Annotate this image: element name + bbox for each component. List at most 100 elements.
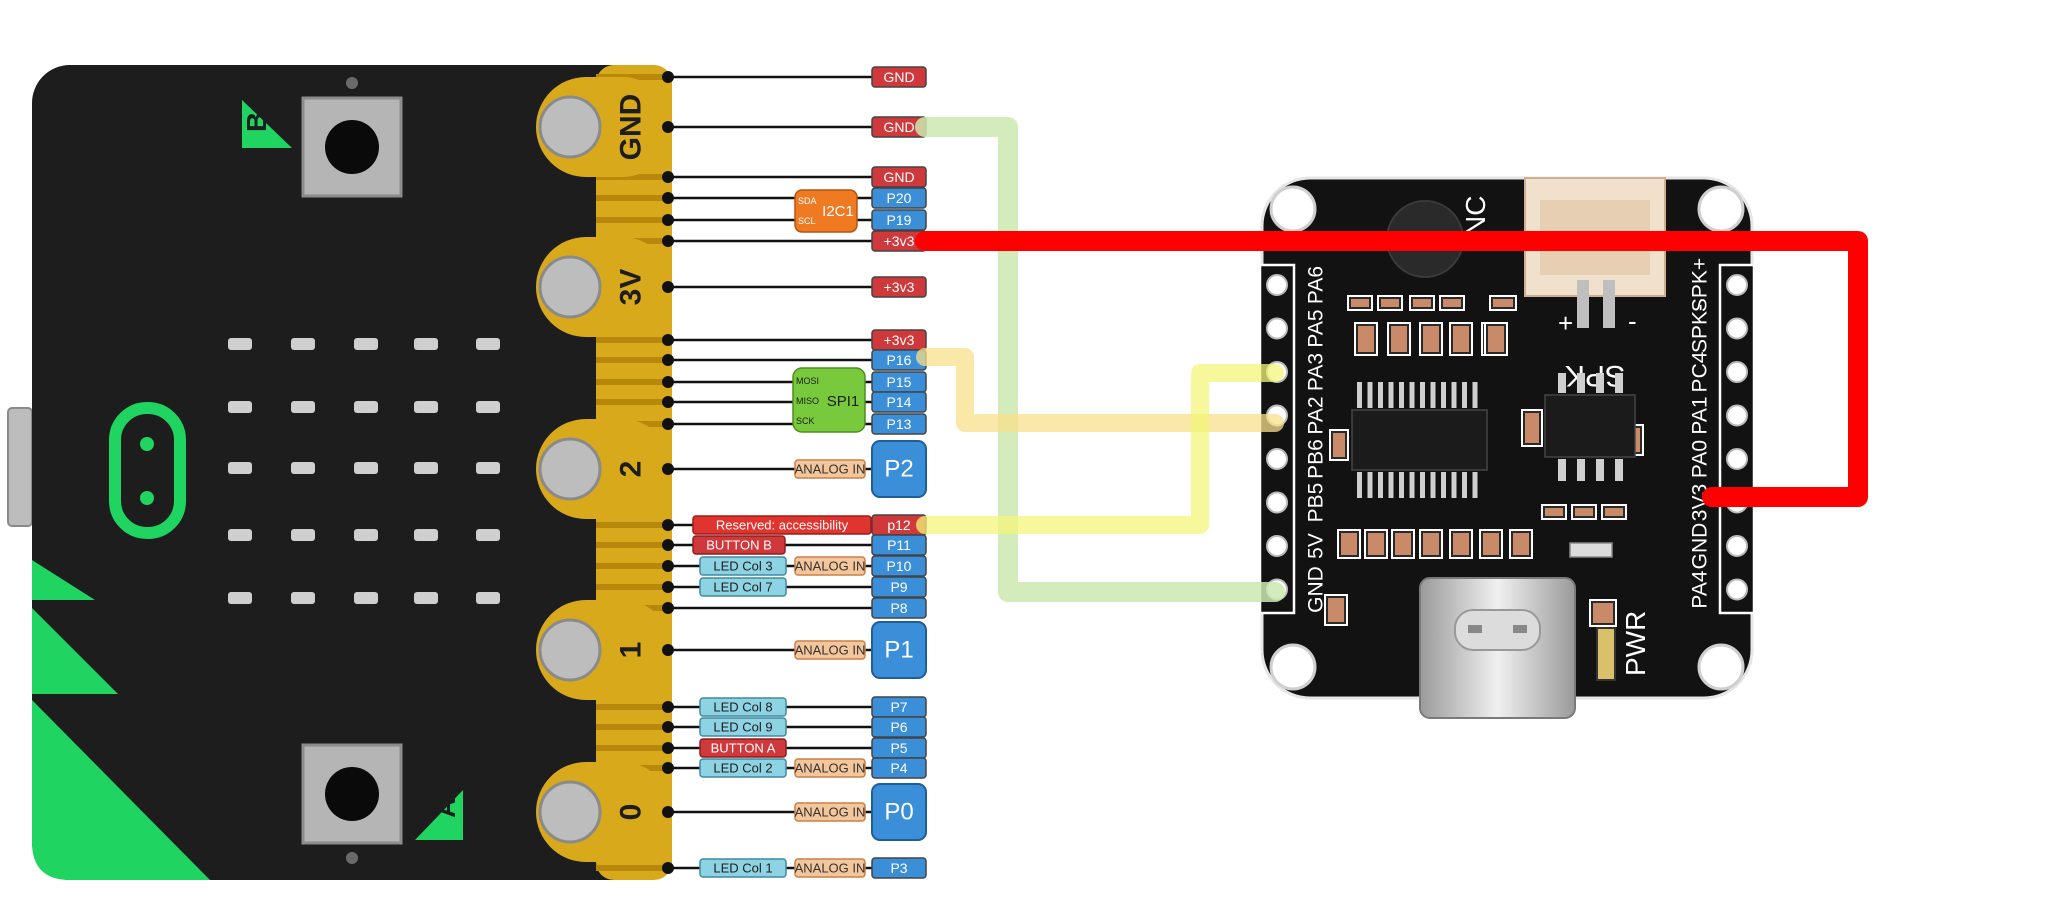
pin-tag: P4 (871, 757, 927, 779)
i2c-name: I2C1 (822, 203, 854, 220)
pin-dot (662, 235, 674, 247)
button-b-tag-text: BUTTON B (706, 538, 772, 553)
speaker-connector-pin (1603, 280, 1615, 328)
smd-body (1328, 598, 1344, 622)
right-pin-label: SPK+ (1689, 258, 1712, 312)
led-col-tag: LED Col 7 (699, 577, 787, 597)
led-col-tag-text: LED Col 9 (713, 720, 772, 735)
header-pin (1266, 317, 1288, 340)
analog-in-tag-text: ANALOG IN (795, 761, 866, 776)
smd-body (1395, 533, 1411, 555)
analog-in-tag: ANALOG IN (794, 802, 866, 822)
analog-in-tag-text: ANALOG IN (795, 462, 866, 477)
left-pin-label: GND (1305, 566, 1328, 613)
pin-label: P3 (890, 860, 907, 876)
smd-resistor (1569, 542, 1613, 558)
pin-tag: P1 (871, 621, 927, 679)
pin-tag: P9 (871, 576, 927, 598)
chip-leg (1441, 382, 1446, 408)
left-pin-label: PB6 (1305, 439, 1328, 479)
pin-tag: P14 (871, 391, 927, 413)
led (414, 338, 438, 350)
led (291, 338, 315, 350)
button-a[interactable] (301, 743, 403, 864)
pin-dot (662, 396, 674, 408)
led (291, 592, 315, 604)
pin-dot (662, 214, 674, 226)
i2c-sda-label: SDA (798, 196, 817, 206)
ground-wire (915, 117, 1285, 602)
led (228, 529, 252, 541)
chip-leg (1378, 472, 1383, 498)
led-col-tag-text: LED Col 1 (713, 861, 772, 876)
left-pin-label: PA3 (1305, 353, 1328, 391)
chip-leg (1451, 472, 1457, 498)
mounting-hole (1697, 643, 1745, 691)
pin-label: +3v3 (884, 279, 915, 295)
left-pin-label: 5V (1305, 533, 1328, 559)
chip-leg (1472, 382, 1478, 408)
speaker-plus-label: + (1558, 308, 1573, 338)
edge-finger (596, 704, 666, 710)
pin-tag: P0 (871, 783, 927, 841)
button-a-tag-text: BUTTON A (711, 741, 776, 756)
header-pin (1726, 404, 1748, 427)
pin-label: GND (883, 169, 914, 185)
chip-leg (1451, 382, 1457, 408)
pin-label: P20 (887, 190, 912, 206)
pin-dot (662, 463, 674, 475)
chip-leg (1409, 382, 1415, 408)
speaker-connector-pin (1577, 280, 1589, 328)
pin-dot (662, 762, 674, 774)
led-col-tag: LED Col 8 (699, 697, 787, 717)
p12-wire (916, 364, 1284, 534)
pin-label: P9 (890, 579, 907, 595)
pin-label: P13 (887, 416, 912, 432)
header-pin (1266, 274, 1288, 296)
pin-dot (662, 742, 674, 754)
smd-body (1351, 299, 1369, 307)
pad-label: 0 (615, 804, 648, 821)
pin-dot (662, 581, 674, 593)
chip-leg (1367, 382, 1373, 408)
led-col-tag-text: LED Col 3 (713, 559, 772, 574)
edge-finger (596, 522, 666, 528)
button-b[interactable] (301, 77, 403, 198)
edge-finger (596, 542, 666, 548)
pin-label: P19 (887, 212, 912, 228)
led-col-tag: LED Col 2 (699, 758, 787, 778)
edge-finger (596, 357, 666, 363)
spi-sck-label: SCK (796, 416, 815, 426)
p16-wire (916, 348, 1284, 432)
led (291, 529, 315, 541)
usb-port (7, 407, 33, 527)
header-pin (1726, 535, 1748, 557)
pin-label: P14 (887, 394, 912, 410)
usb-c-port (1419, 577, 1576, 719)
analog-in-tag: ANALOG IN (794, 758, 866, 778)
pin-label: GND (883, 119, 914, 135)
smd-body (1593, 603, 1613, 623)
pwr-led (1596, 627, 1616, 681)
header-pin (1726, 578, 1748, 601)
edge-finger (596, 745, 666, 751)
smd-body (1341, 533, 1357, 555)
led (476, 529, 500, 541)
chip-leg (1472, 472, 1478, 498)
edge-finger (596, 174, 666, 180)
led (228, 401, 252, 413)
edge-finger (596, 195, 666, 201)
logo-triangle (32, 608, 118, 694)
left-pin-label: PB5 (1305, 483, 1328, 523)
edge-finger (596, 724, 666, 730)
button-a-tag: BUTTON A (699, 738, 787, 758)
led-col-tag: LED Col 3 (699, 556, 787, 576)
pin-dot (662, 418, 674, 430)
pin-tag: +3v3 (871, 230, 927, 252)
pin-label: P1 (884, 637, 913, 664)
power-wire (915, 231, 1868, 507)
right-pin-label: PA4 (1689, 570, 1712, 608)
pin-label: p12 (887, 517, 911, 533)
led-col-tag-text: LED Col 7 (713, 580, 772, 595)
mounting-hole (1269, 185, 1317, 233)
